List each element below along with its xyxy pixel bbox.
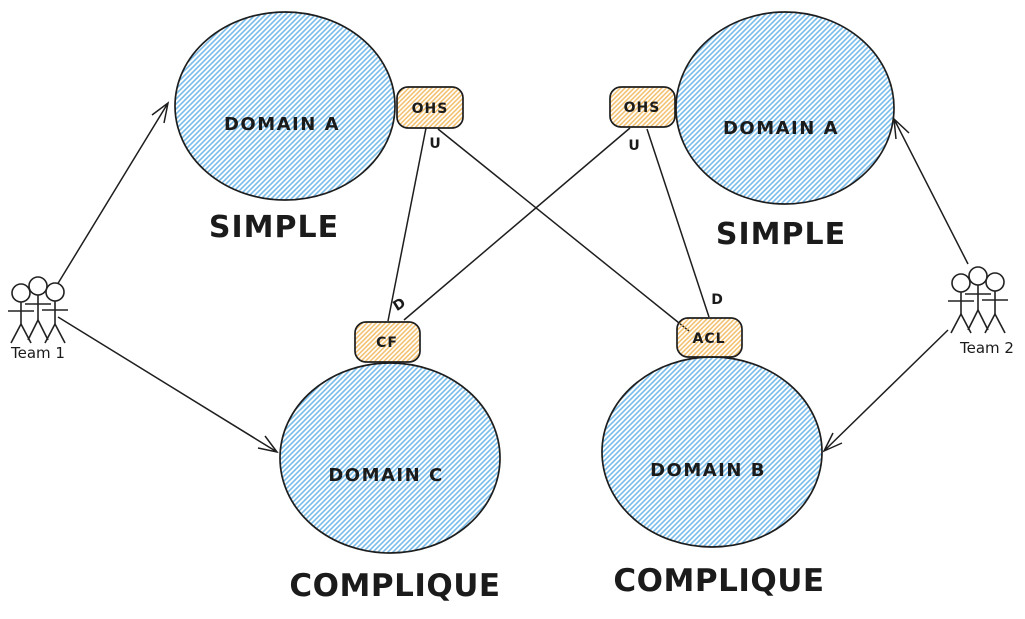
domain-a-right-circle: [675, 11, 895, 205]
team-arrows: [56, 101, 969, 454]
arrow-team1-to-domain-a-left: [56, 101, 170, 286]
connector-ohs-left-to-cf: [387, 127, 427, 322]
domain-a-right-label: DOMAIN A: [723, 118, 839, 139]
node-domain-c: DOMAIN C COMPLIQUE: [279, 362, 501, 604]
cf-badge-label: CF: [376, 335, 398, 351]
badge-ohs-right: OHS: [609, 86, 676, 128]
ohs-left-badge-label: OHS: [412, 101, 449, 117]
simple-right-label: SIMPLE: [716, 217, 846, 252]
node-domain-b: DOMAIN B COMPLIQUE: [601, 356, 824, 599]
complique-right-label: COMPLIQUE: [613, 563, 824, 599]
downstream-marker-right: D: [711, 292, 723, 308]
arrow-team2-to-domain-b: [822, 329, 949, 453]
acl-badge-box: [676, 317, 743, 358]
connector-ohs-left-to-acl: [437, 128, 690, 332]
connector-ohs-right-to-cf: [403, 127, 631, 321]
upstream-marker-left: U: [429, 136, 440, 152]
ohs-right-badge-label: OHS: [624, 100, 661, 116]
arrow-team1-to-domain-c: [57, 316, 279, 454]
domain-c-circle: [279, 362, 501, 554]
team-2-label: Team 2: [959, 339, 1014, 357]
domain-b-label: DOMAIN B: [650, 460, 766, 481]
team-2: Team 2: [948, 266, 1014, 357]
upstream-marker-right: U: [628, 138, 639, 154]
complique-left-label: COMPLIQUE: [289, 568, 500, 604]
team-2-figures-icon: [948, 266, 1008, 334]
badge-cf: CF: [354, 321, 421, 363]
domain-b-circle: [601, 356, 823, 548]
cf-badge-box: [354, 321, 421, 363]
node-domain-a-left: DOMAIN A SIMPLE: [174, 11, 396, 245]
node-domain-a-right: DOMAIN A SIMPLE: [675, 11, 895, 252]
ohs-left-badge-box: [396, 86, 464, 129]
acl-badge-label: ACL: [692, 331, 725, 347]
domain-c-label: DOMAIN C: [328, 465, 443, 486]
team-1-figures-icon: [8, 276, 68, 344]
badge-ohs-left: OHS: [396, 86, 464, 129]
connector-ohs-right-to-acl: [646, 128, 710, 318]
team-1: Team 1: [8, 276, 68, 362]
connectors: [387, 127, 710, 332]
badge-acl: ACL: [676, 317, 743, 358]
ohs-right-badge-box: [609, 86, 676, 128]
team-1-label: Team 1: [10, 344, 65, 362]
domain-a-left-circle: [174, 11, 396, 201]
domain-a-left-label: DOMAIN A: [224, 114, 340, 135]
simple-left-label: SIMPLE: [209, 210, 339, 245]
arrow-team2-to-domain-a-right: [893, 117, 969, 265]
